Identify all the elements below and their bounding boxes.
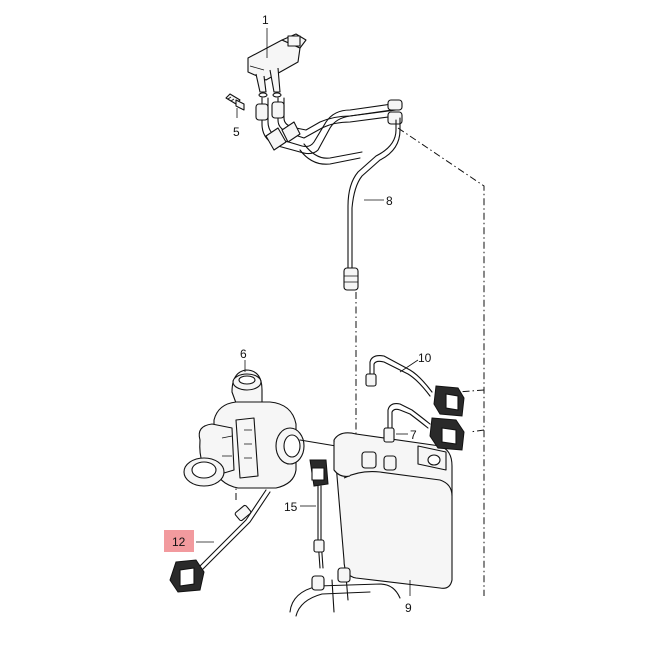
screw [225, 93, 245, 111]
pipe-assembly [255, 97, 403, 291]
callout-1[interactable]: 1 [262, 13, 269, 27]
callout-12[interactable]: 12 [172, 535, 186, 549]
callout-5[interactable]: 5 [233, 125, 240, 139]
particulate-filter [289, 432, 453, 617]
pressure-sensor [247, 33, 307, 98]
turbocharger [183, 369, 337, 489]
temperature-sensor-7 [383, 403, 465, 451]
callout-7[interactable]: 7 [410, 428, 417, 442]
callout-8[interactable]: 8 [386, 194, 393, 208]
callout-10[interactable]: 10 [418, 351, 432, 365]
callout-12-highlight [164, 530, 194, 552]
temperature-sensor-15 [309, 459, 329, 569]
temperature-sender-12 [169, 489, 271, 593]
temperature-sensor-10 [365, 355, 465, 417]
callout-leaders [196, 28, 419, 596]
callout-9[interactable]: 9 [405, 601, 412, 615]
callout-6[interactable]: 6 [240, 347, 247, 361]
callout-15[interactable]: 15 [284, 500, 298, 514]
